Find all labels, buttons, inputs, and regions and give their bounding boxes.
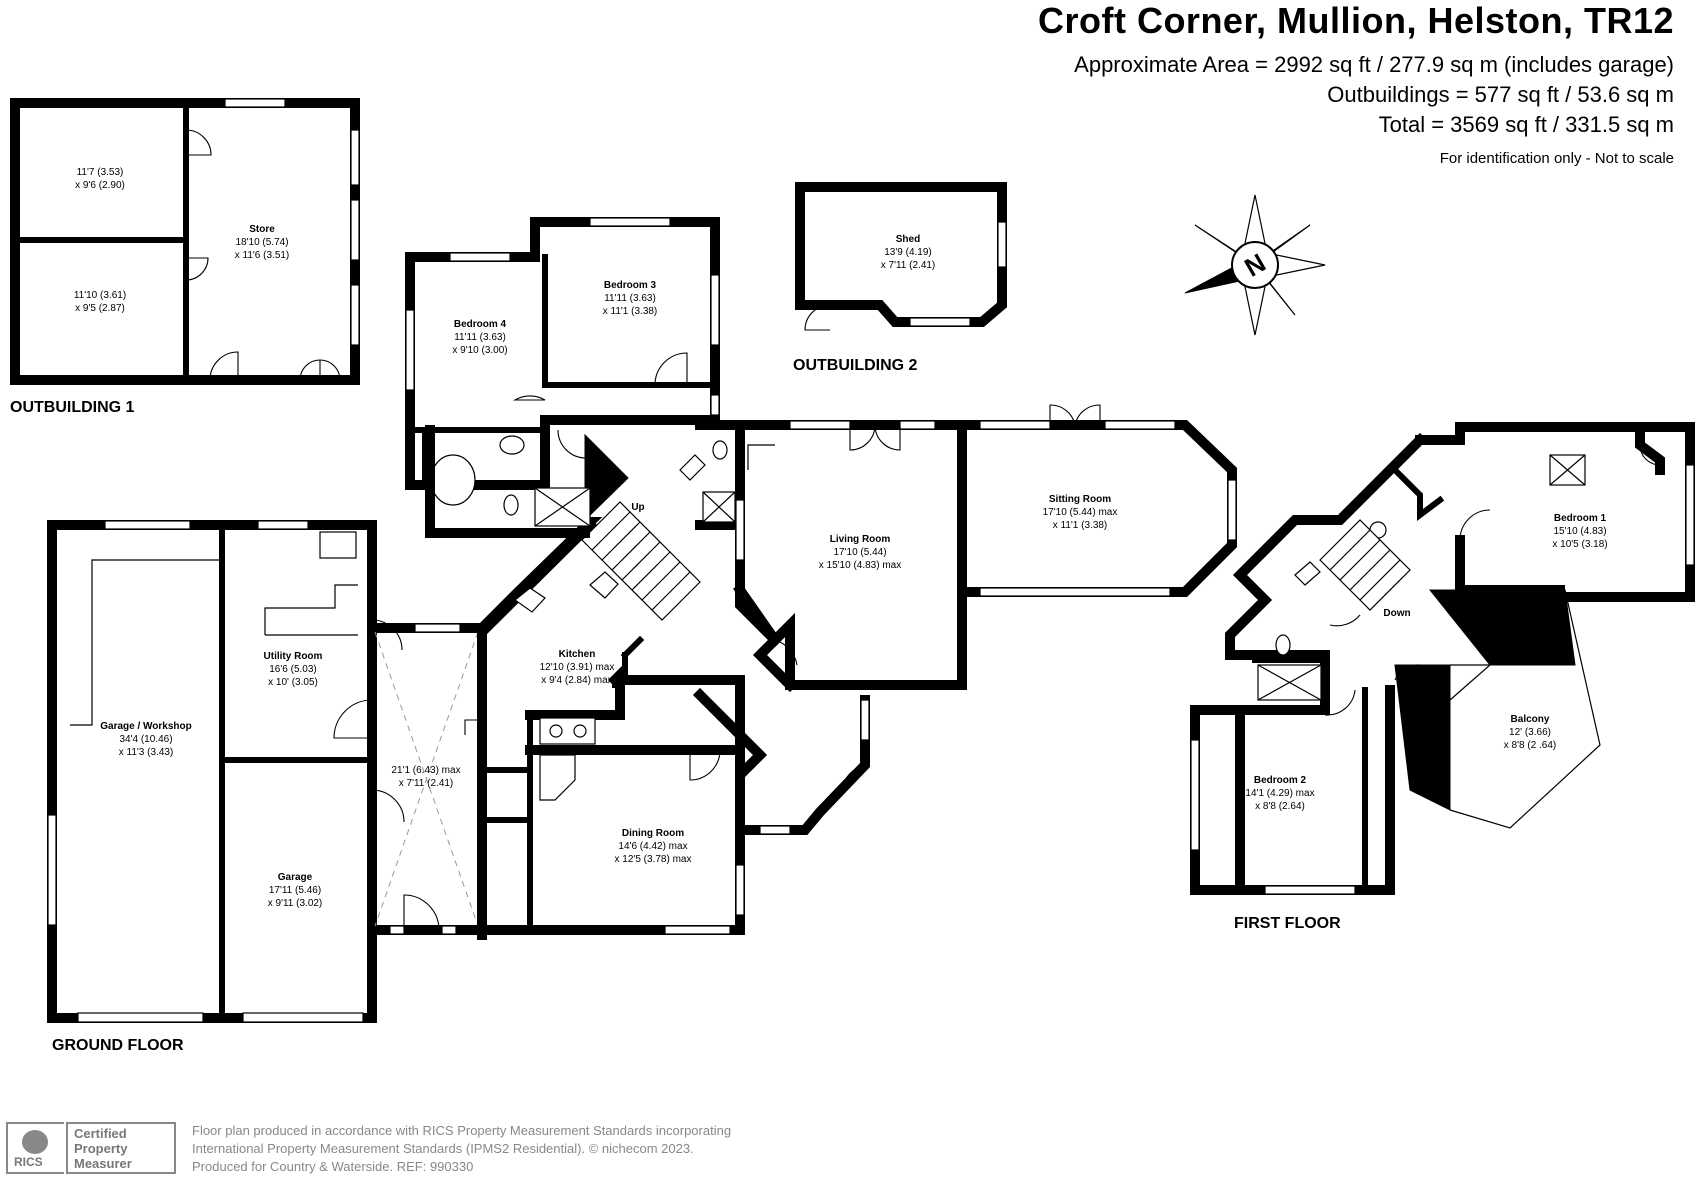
- garage-dim2: x 9'11 (3.02): [268, 898, 323, 909]
- footer-note-line1: Floor plan produced in accordance with R…: [192, 1123, 732, 1138]
- garage-label: Garage: [278, 872, 313, 883]
- shed-dim2: x 7'11 (2.41): [881, 260, 936, 271]
- bedroom-3-dim1: 11'11 (3.63): [604, 293, 656, 304]
- sitting-room-dim1: 17'10 (5.44) max: [1043, 507, 1118, 518]
- bedroom-2-dim2: x 8'8 (2.64): [1255, 801, 1305, 812]
- kitchen-label: Kitchen: [559, 649, 596, 660]
- identification-note: For identification only - Not to scale: [1439, 150, 1674, 167]
- stairs-down-label: Down: [1383, 608, 1410, 619]
- outbuilding-2: Shed 13'9 (4.19) x 7'11 (2.41): [795, 182, 1007, 331]
- living-room-dim1: 17'10 (5.44): [833, 547, 886, 558]
- balcony-label: Balcony: [1511, 714, 1550, 725]
- rics-lion-icon: [22, 1130, 48, 1154]
- outbuilding-2-label: OUTBUILDING 2: [793, 357, 918, 374]
- bedroom-3-dim2: x 11'1 (3.38): [603, 306, 658, 317]
- living-room-label: Living Room: [830, 534, 891, 545]
- ground-floor: Utility Room 16'6 (5.03) x 10' (3.05) Ga…: [47, 217, 1237, 1023]
- bedroom-4-dim2: x 9'10 (3.00): [452, 345, 507, 356]
- plan-title: Croft Corner, Mullion, Helston, TR12: [1037, 0, 1674, 41]
- footer-note-line2: International Property Measurement Stand…: [192, 1141, 694, 1156]
- kitchen-dim1: 12'10 (3.91) max: [540, 662, 615, 673]
- shed-label: Shed: [896, 234, 920, 245]
- store-dim1: 18'10 (5.74): [235, 237, 288, 248]
- outbuilding-1-label: OUTBUILDING 1: [10, 399, 135, 416]
- ground-floor-label: GROUND FLOOR: [52, 1037, 184, 1054]
- footer-note: Floor plan produced in accordance with R…: [192, 1122, 731, 1176]
- ob1-room-b-dim2: x 9'5 (2.87): [75, 303, 125, 314]
- bedroom-1-dim2: x 10'5 (3.18): [1552, 539, 1607, 550]
- outbuilding-1: 11'7 (3.53) x 9'6 (2.90) 11'10 (3.61) x …: [10, 98, 360, 385]
- bedroom-2-dim1: 14'1 (4.29) max: [1245, 788, 1314, 799]
- approximate-area: Approximate Area = 2992 sq ft / 277.9 sq…: [1074, 52, 1674, 77]
- first-floor: Bedroom 1 15'10 (4.83) x 10'5 (3.18) Dow…: [1190, 422, 1695, 895]
- footer-note-line3: Produced for Country & Waterside. REF: 9…: [192, 1159, 474, 1174]
- bedroom-2-label: Bedroom 2: [1254, 775, 1307, 786]
- utility-room-dim2: x 10' (3.05): [268, 677, 318, 688]
- living-room-dim2: x 15'10 (4.83) max: [819, 560, 902, 571]
- stairs-up-label: Up: [631, 502, 644, 513]
- bedroom-3-label: Bedroom 3: [604, 280, 657, 291]
- footer: RICS Certified Property Measurer Floor p…: [0, 1118, 900, 1178]
- outbuildings-area: Outbuildings = 577 sq ft / 53.6 sq m: [1327, 82, 1674, 107]
- dining-room-dim2: x 12'5 (3.78) max: [615, 854, 692, 865]
- store-dim2: x 11'6 (3.51): [235, 250, 290, 261]
- rics-logo: RICS: [6, 1122, 64, 1174]
- bedroom-1-dim1: 15'10 (4.83): [1553, 526, 1606, 537]
- bedroom-4-dim1: 11'11 (3.63): [454, 332, 506, 343]
- bedroom-4-label: Bedroom 4: [454, 319, 507, 330]
- balcony-dim2: x 8'8 (2 .64): [1504, 740, 1557, 751]
- garage-workshop-label: Garage / Workshop: [100, 721, 192, 732]
- garage-workshop-dim1: 34'4 (10.46): [119, 734, 172, 745]
- hall-dim1: 21'1 (6.43) max: [391, 765, 460, 776]
- kitchen-dim2: x 9'4 (2.84) max: [541, 675, 612, 686]
- first-floor-label: FIRST FLOOR: [1234, 915, 1341, 932]
- sitting-room-dim2: x 11'1 (3.38): [1053, 520, 1108, 531]
- hall-dim2: x 7'11 (2.41): [399, 778, 454, 789]
- total-area: Total = 3569 sq ft / 331.5 sq m: [1378, 112, 1674, 137]
- store-label: Store: [249, 224, 275, 235]
- shed-dim1: 13'9 (4.19): [884, 247, 932, 258]
- ob1-room-a-dim1: 11'7 (3.53): [77, 167, 124, 178]
- dining-room-label: Dining Room: [622, 828, 684, 839]
- ob1-room-a-dim2: x 9'6 (2.90): [75, 180, 125, 191]
- first-floor-stairs: [1319, 519, 1411, 611]
- dining-room-dim1: 14'6 (4.42) max: [618, 841, 687, 852]
- north-compass-icon: N: [1184, 194, 1326, 336]
- ob1-room-b-dim1: 11'10 (3.61): [74, 290, 126, 301]
- garage-workshop-dim2: x 11'3 (3.43): [119, 747, 174, 758]
- sitting-room-label: Sitting Room: [1049, 494, 1111, 505]
- certified-property-measurer-badge: Certified Property Measurer: [66, 1122, 176, 1174]
- bedroom-1-label: Bedroom 1: [1554, 513, 1607, 524]
- balcony-dim1: 12' (3.66): [1509, 727, 1551, 738]
- utility-room-label: Utility Room: [264, 651, 323, 662]
- utility-room-dim1: 16'6 (5.03): [269, 664, 317, 675]
- garage-dim1: 17'11 (5.46): [269, 885, 321, 896]
- ground-stairs: Up: [581, 433, 701, 621]
